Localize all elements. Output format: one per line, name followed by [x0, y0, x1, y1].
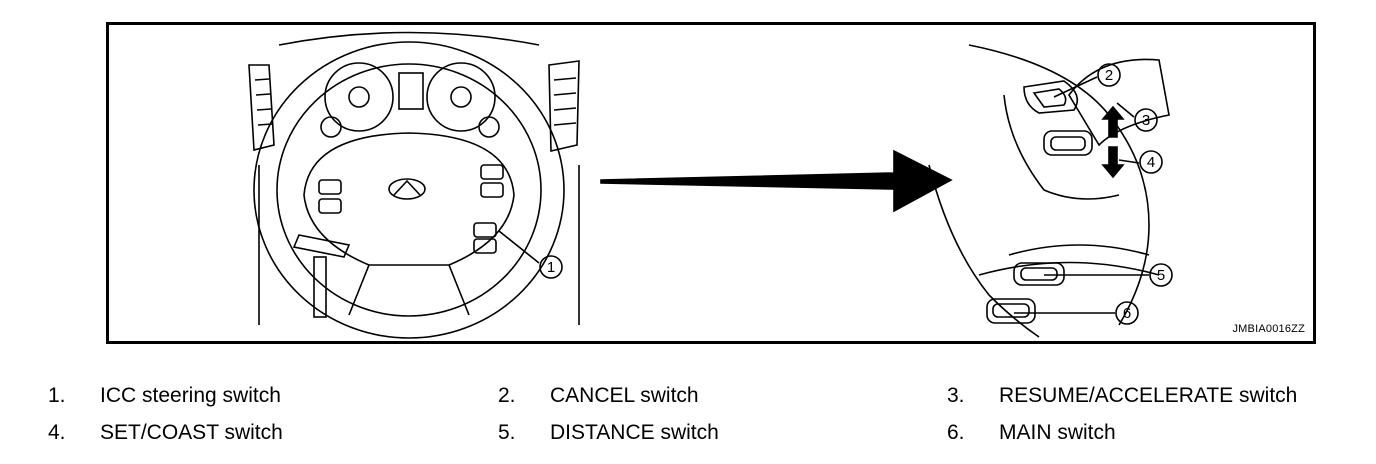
legend: 1. ICC steering switch 2. CANCEL switch … — [0, 374, 1376, 464]
legend-number: 4. — [48, 421, 66, 444]
spoke-outline — [968, 44, 1150, 326]
legend-label: CANCEL switch — [550, 384, 699, 407]
distance-switch — [1013, 262, 1065, 286]
callout-4: 4 — [1147, 154, 1155, 171]
legend-number: 5. — [498, 421, 516, 444]
steering-wheel-illustration: 1 2 3 4 5 6 — [248, 31, 1173, 339]
callout-3: 3 — [1142, 112, 1150, 129]
legend-label: MAIN switch — [999, 421, 1116, 444]
right-vent — [548, 60, 580, 153]
legend-number: 1. — [48, 384, 66, 407]
legend-label: RESUME/ACCELERATE switch — [999, 384, 1298, 407]
callout-2: 2 — [1105, 67, 1113, 84]
direction-arrow — [600, 149, 953, 213]
legend-number: 3. — [947, 384, 965, 407]
callout-1-circle — [539, 255, 563, 279]
steering-hub — [303, 132, 515, 266]
resume-set-switch — [1043, 130, 1093, 156]
speedometer-gauge — [324, 62, 394, 132]
callout-2-circle — [1097, 63, 1121, 87]
callout-4-circle — [1139, 150, 1163, 174]
brand-logo — [388, 178, 426, 200]
tachometer-gauge — [426, 62, 496, 132]
steering-wheel-rim — [253, 41, 565, 339]
illustration-frame: 1 2 3 4 5 6 JMBIA0016ZZ — [106, 22, 1316, 344]
callout-1: 1 — [547, 259, 555, 276]
callout-6-circle — [1115, 301, 1139, 325]
left-vent — [248, 64, 275, 152]
main-switch — [986, 298, 1036, 324]
callout-6: 6 — [1123, 305, 1131, 322]
up-arrow — [1101, 105, 1125, 138]
callout-5-circle — [1149, 263, 1173, 287]
legend-label: DISTANCE switch — [550, 421, 719, 444]
callout-5: 5 — [1157, 267, 1165, 284]
legend-label: ICC steering switch — [100, 384, 281, 407]
icc-switch-left — [480, 164, 504, 180]
legend-number: 6. — [947, 421, 965, 444]
icc-switch-main — [473, 222, 497, 238]
center-display — [398, 72, 424, 110]
figure-code: JMBIA0016ZZ — [1232, 323, 1305, 335]
legend-label: SET/COAST switch — [100, 421, 283, 444]
cancel-switch — [1023, 80, 1079, 114]
callout-3-circle — [1134, 108, 1158, 132]
legend-number: 2. — [498, 384, 516, 407]
down-arrow — [1101, 146, 1125, 179]
